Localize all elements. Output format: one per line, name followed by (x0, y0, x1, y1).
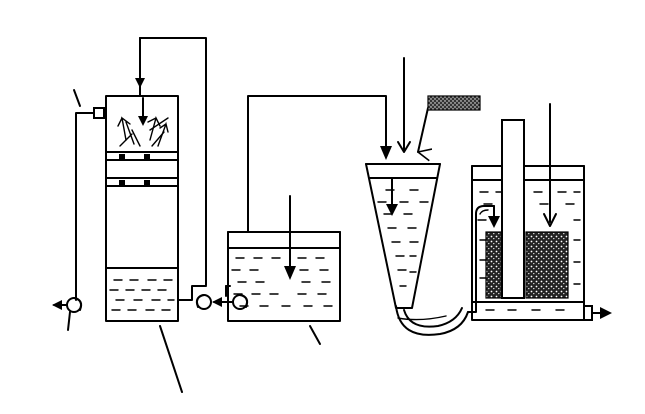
circulation-pump (177, 285, 249, 310)
discharge-pump (52, 297, 83, 331)
conical-settling-tank (365, 57, 481, 336)
filter-tank (467, 103, 612, 321)
spray-arrows (117, 97, 169, 147)
absorption-tower (73, 37, 183, 393)
tower-liquid-dashes (109, 279, 175, 311)
regeneration-tank (227, 95, 392, 345)
recirculation-line (135, 37, 207, 286)
